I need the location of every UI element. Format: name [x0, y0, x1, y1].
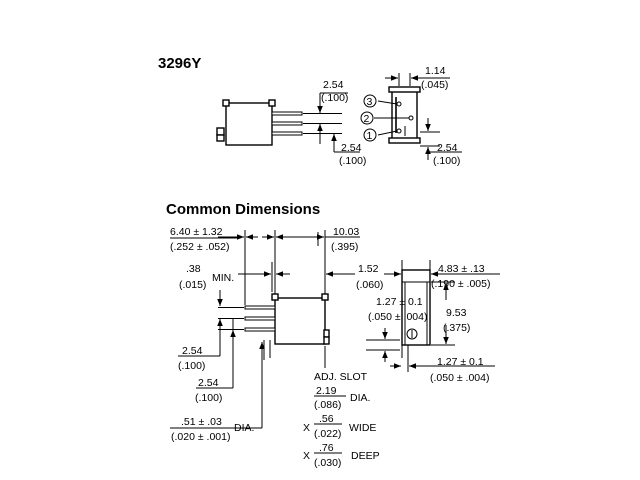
- front-view-3296y: [216, 99, 303, 146]
- x-mark-2: X: [303, 450, 310, 462]
- model-title: 3296Y: [158, 55, 201, 72]
- pitch-b-mm: 2.54: [341, 142, 362, 154]
- pin-label-1: 1: [367, 130, 373, 142]
- body-length-mm: 10.03: [333, 226, 359, 238]
- slot-deep-inch: (.030): [314, 457, 341, 469]
- pin-length-inch: (.252 ± .052): [170, 241, 229, 253]
- x-mark-1: X: [303, 422, 310, 434]
- pin-dia-suffix: DIA.: [234, 422, 254, 434]
- side-width-inch: (.190 ± .005): [431, 278, 490, 290]
- pin-dia-mm: .51 ± .03: [181, 416, 222, 428]
- slot-deep-mm: .76: [319, 442, 334, 454]
- pitch-dimension-front: [303, 92, 360, 153]
- body-length-inch: (.395): [331, 241, 358, 253]
- height-152-mm: 1.52: [358, 263, 379, 275]
- slot-wide-mm: .56: [319, 413, 334, 425]
- pitch2-mm: 2.54: [198, 377, 219, 389]
- slot-dia-suffix: DIA.: [350, 392, 370, 404]
- slot-wide-suffix: WIDE: [349, 422, 376, 434]
- side-mm: 2.54: [437, 142, 458, 154]
- pitch2-inch: (.100): [195, 392, 222, 404]
- slot-dia-inch: (.086): [314, 399, 341, 411]
- slot-deep-suffix: DEEP: [351, 450, 380, 462]
- pitch-a-mm: 2.54: [323, 79, 344, 91]
- side-inch: (.100): [433, 155, 460, 167]
- side-width-mm: 4.83 ± .13: [438, 263, 485, 275]
- pitch-b-inch: (.100): [339, 155, 366, 167]
- pitch1-inch: (.100): [178, 360, 205, 372]
- section-title: Common Dimensions: [166, 201, 320, 218]
- pin-length-mm: 6.40 ± 1.32: [170, 226, 223, 238]
- width-mm: 1.14: [425, 65, 446, 77]
- slot-wide-inch: (.022): [314, 428, 341, 440]
- pitch1-mm: 2.54: [182, 345, 203, 357]
- pin-dia-inch: (.020 ± .001): [171, 431, 230, 443]
- standoff-mm: .38: [186, 263, 201, 275]
- standoff-inch: (.015): [179, 279, 206, 291]
- width-127-mm: 1.27 ± 0.1: [376, 296, 423, 308]
- height-152-inch: (.060): [356, 279, 383, 291]
- end-view-3296y: [360, 73, 462, 160]
- pin-label-2: 2: [364, 113, 370, 125]
- width-127-inch: (.050 ± .004): [368, 311, 427, 323]
- pitch-a-inch: (.100): [321, 92, 348, 104]
- side-height-inch: (.375): [443, 322, 470, 334]
- bottom-width-mm: 1.27 ± 0.1: [437, 356, 484, 368]
- side-height-mm: 9.53: [446, 307, 467, 319]
- standoff-suffix: MIN.: [212, 272, 234, 284]
- width-inch: (.045): [421, 79, 448, 91]
- adj-slot-label: ADJ. SLOT: [314, 371, 368, 383]
- side-view-common: [366, 260, 500, 372]
- front-view-common: [170, 230, 360, 429]
- pin-label-3: 3: [367, 96, 373, 108]
- slot-dia-mm: 2.19: [316, 385, 337, 397]
- bottom-width-inch: (.050 ± .004): [430, 372, 489, 384]
